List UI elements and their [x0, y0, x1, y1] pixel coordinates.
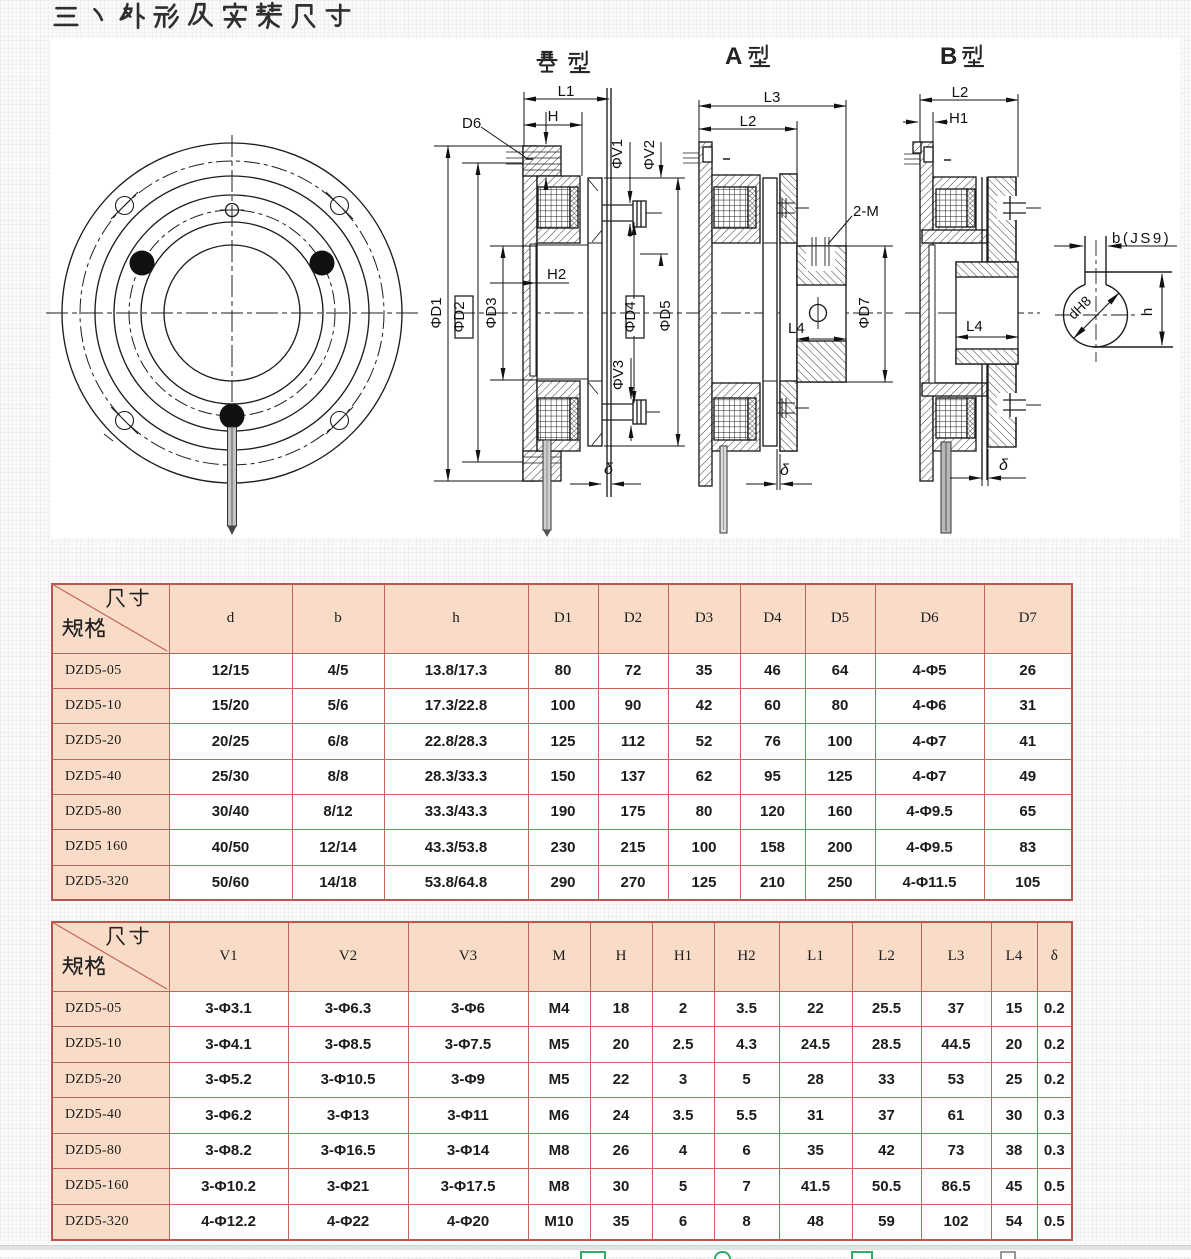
- svg-text:ΦD5: ΦD5: [657, 300, 674, 331]
- svg-text:δ: δ: [999, 457, 1009, 474]
- svg-text:D6: D6: [462, 115, 481, 132]
- svg-text:A: A: [725, 43, 742, 70]
- svg-text:b(JS9): b(JS9): [1112, 230, 1171, 247]
- svg-text:L2: L2: [740, 113, 757, 130]
- svg-text:ΦD3: ΦD3: [483, 297, 500, 328]
- svg-text:B: B: [940, 43, 957, 70]
- svg-text:ΦV2: ΦV2: [641, 140, 658, 170]
- svg-text:δ: δ: [604, 461, 614, 478]
- svg-text:L4: L4: [788, 320, 805, 337]
- svg-text:H: H: [548, 108, 559, 125]
- svg-text:δ: δ: [780, 462, 790, 479]
- svg-text:L2: L2: [952, 84, 969, 101]
- svg-text:H1: H1: [949, 110, 968, 127]
- svg-text:ΦD4: ΦD4: [622, 301, 639, 332]
- svg-text:L4: L4: [966, 318, 983, 335]
- svg-text:L3: L3: [764, 89, 781, 106]
- svg-text:ΦV1: ΦV1: [609, 139, 626, 169]
- svg-text:ΦD2: ΦD2: [451, 301, 468, 332]
- svg-text:h: h: [1139, 308, 1156, 316]
- svg-text:2-M: 2-M: [853, 203, 879, 220]
- svg-text:H2: H2: [547, 266, 566, 283]
- svg-text:L1: L1: [558, 83, 575, 100]
- svg-text:ΦV3: ΦV3: [610, 360, 627, 390]
- svg-text:ΦD7: ΦD7: [856, 297, 873, 328]
- svg-text:ΦD1: ΦD1: [428, 297, 445, 328]
